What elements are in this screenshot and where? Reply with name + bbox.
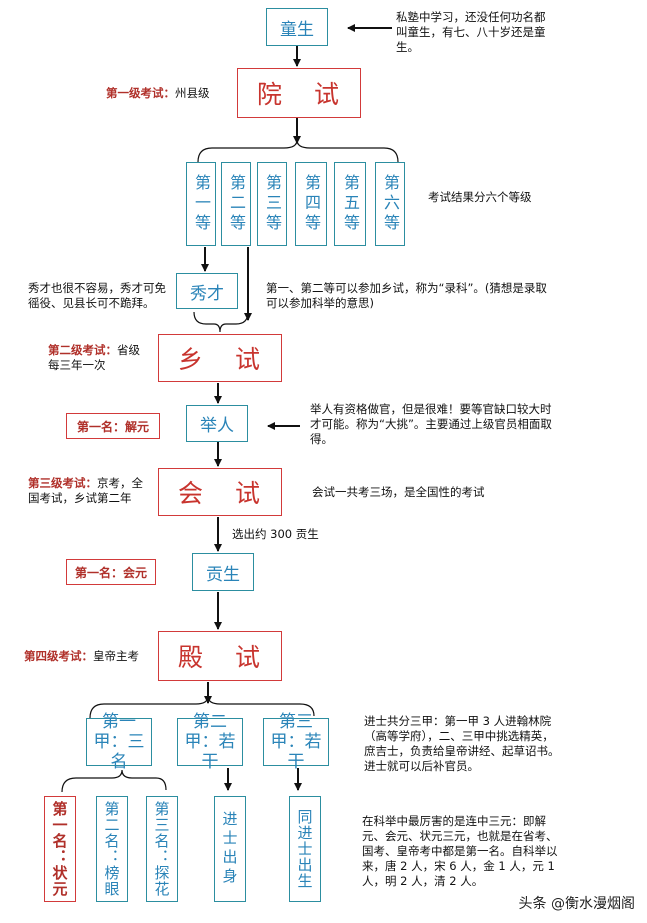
rank-huiyuan: 第一名：会元 — [66, 559, 156, 585]
note-juren: 举人有资格做官，但是很难！要等官缺口较大时才可能。称为“大挑”。主要通过上级官员… — [310, 402, 552, 446]
node-yuanshi: 院 试 — [237, 68, 361, 118]
node-xiucai: 秀才 — [176, 273, 238, 309]
grade-5: 第五等 — [334, 162, 366, 246]
node-tong-jinshi: 同进士出生 — [289, 796, 321, 902]
note-xiucai: 秀才也很不容易，秀才可免徭役、见县长可不跪拜。 — [28, 281, 166, 310]
level-3-label: 第三级考试：京考，全国考试，乡试第二年 — [28, 476, 143, 505]
node-xiangshi: 乡 试 — [158, 334, 282, 382]
grade-2: 第二等 — [221, 162, 251, 246]
node-tongsheng: 童生 — [266, 8, 328, 46]
note-tongsheng: 私塾中学习，还没任何功名都叫童生，有七、八十岁还是童生。 — [396, 10, 546, 54]
grade-1: 第一等 — [186, 162, 216, 246]
node-gongsheng: 贡生 — [192, 553, 254, 591]
node-bangyan: 第二名：榜眼 — [96, 796, 128, 902]
node-jia1: 第一甲：三名 — [86, 712, 152, 772]
note-sanyuan: 在科举中最厉害的是连中三元：即解元、会元、状元三元，也就是在省考、国考、皇帝考中… — [362, 814, 558, 888]
level-1-label: 第一级考试：州县级 — [106, 86, 210, 100]
note-luke: 第一、第二等可以参加乡试，称为“录科”。(猜想是录取可以参加科举的意思) — [266, 281, 547, 310]
level-4-label: 第四级考试：皇帝主考 — [24, 649, 139, 663]
grade-3: 第三等 — [257, 162, 287, 246]
node-juren: 举人 — [186, 405, 248, 442]
node-tanhua: 第三名：探花 — [146, 796, 178, 902]
node-jia3: 第三甲：若干 — [263, 712, 329, 772]
node-zhuangyuan: 第一名：状元 — [44, 796, 76, 902]
note-jinshi: 进士共分三甲：第一甲 3 人进翰林院（高等学府），二、三甲中挑选精英，庶吉士，负… — [364, 714, 560, 773]
node-jinshi-chushen: 进士出身 — [214, 796, 246, 902]
note-select300: 选出约 300 贡生 — [232, 527, 319, 541]
watermark: 头条 @衡水漫烟阁 — [518, 896, 635, 912]
level-2-label: 第二级考试：省级每三年一次 — [48, 343, 140, 372]
node-dianshi: 殿 试 — [158, 631, 282, 681]
note-huishi: 会试一共考三场，是全国性的考试 — [312, 485, 485, 499]
note-grades: 考试结果分六个等级 — [428, 190, 532, 204]
grade-6: 第六等 — [375, 162, 405, 246]
node-huishi: 会 试 — [158, 468, 282, 516]
grade-4: 第四等 — [295, 162, 327, 246]
rank-jieyuan: 第一名：解元 — [66, 413, 160, 439]
node-jia2: 第二甲：若干 — [177, 712, 243, 772]
